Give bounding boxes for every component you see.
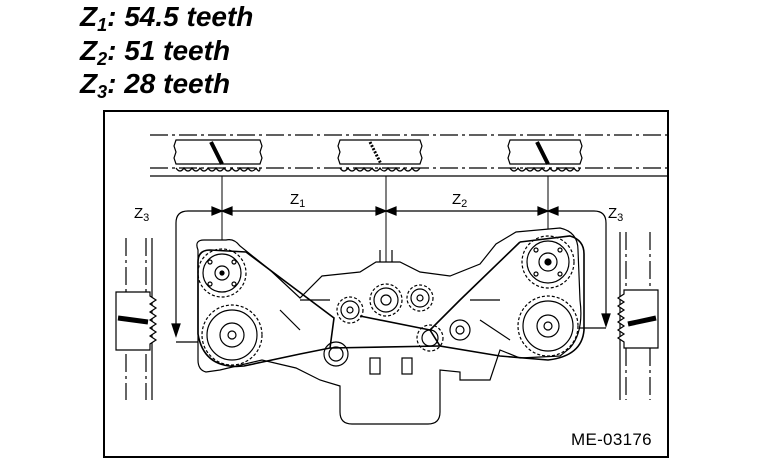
idler-pulleys <box>323 284 471 367</box>
spec-z1-symbol: Z <box>80 1 98 32</box>
straight-belt <box>150 134 668 177</box>
spec-z2: Z2: 51 teeth <box>80 36 230 74</box>
label-z3-right: Z3 <box>608 205 623 224</box>
label-z1: Z1 <box>290 191 305 210</box>
label-z1-symbol: Z <box>290 191 299 208</box>
diagram-frame <box>103 110 669 458</box>
label-z3-right-sub: 3 <box>617 212 623 224</box>
label-z2-symbol: Z <box>452 191 461 208</box>
spec-z1: Z1: 54.5 teeth <box>80 2 253 40</box>
spec-z2-value: : 51 teeth <box>107 35 231 66</box>
spec-z3: Z3: 28 teeth <box>80 69 230 107</box>
spec-z1-value: : 54.5 teeth <box>107 1 254 32</box>
camshaft-sprocket-left <box>197 248 247 298</box>
side-belts <box>115 232 659 400</box>
camshaft-sprocket-left-lower <box>201 304 263 366</box>
spec-z3-sub: 3 <box>97 82 108 102</box>
label-z2: Z2 <box>452 191 467 210</box>
spec-z1-sub: 1 <box>97 15 108 35</box>
dimension-arrows <box>171 206 611 338</box>
label-z3-left: Z3 <box>134 205 149 224</box>
label-z2-sub: 2 <box>461 198 467 210</box>
timing-belt <box>197 235 585 368</box>
label-z3-left-symbol: Z <box>134 205 143 222</box>
spec-z2-symbol: Z <box>80 35 98 66</box>
camshaft-sprocket-right <box>521 235 575 289</box>
camshaft-sprocket-right-lower <box>517 295 579 357</box>
label-z3-right-symbol: Z <box>608 205 617 222</box>
figure-code: ME-03176 <box>571 430 652 449</box>
dimension-labels: Z1 Z2 Z3 Z3 <box>134 191 623 224</box>
spec-z3-value: : 28 teeth <box>107 68 231 99</box>
label-z1-sub: 1 <box>299 198 305 210</box>
spec-z2-sub: 2 <box>97 49 108 69</box>
crankshaft-sprocket <box>369 283 403 317</box>
spec-z3-symbol: Z <box>80 68 98 99</box>
label-z3-left-sub: 3 <box>143 212 149 224</box>
